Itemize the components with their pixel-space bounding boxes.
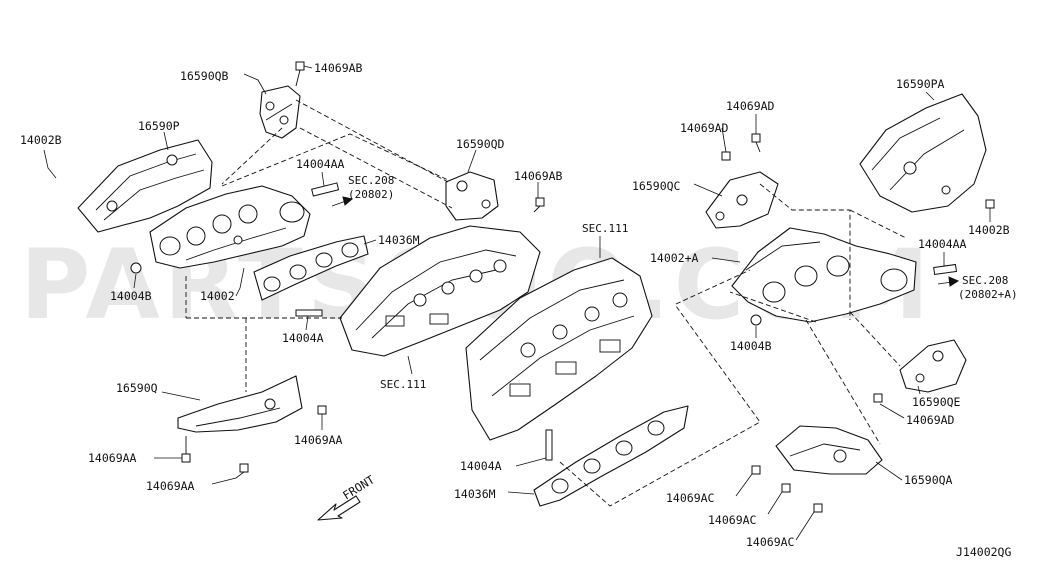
label-sec208-right[interactable]: SEC.208 (962, 274, 1008, 287)
sec208-left-arrow (331, 196, 354, 207)
bolt-14069ac-2[interactable] (781, 483, 791, 493)
leader-lines (43, 65, 991, 541)
label-14004aa-left[interactable]: 14004AA (296, 157, 345, 171)
stud-14004a-bottom[interactable] (545, 429, 553, 461)
stud-14004aa-left[interactable] (311, 182, 340, 197)
bracket-16590qc[interactable] (705, 171, 779, 229)
label-14002a[interactable]: 14002+A (650, 251, 699, 265)
label-14069ad-right[interactable]: 14069AD (906, 413, 955, 427)
heat-insulator-16590p[interactable] (77, 139, 213, 233)
nut-14004b-left[interactable] (130, 262, 142, 274)
stud-14004a-left[interactable] (295, 309, 323, 317)
label-14069aa-left[interactable]: 14069AA (88, 451, 137, 465)
label-14002b-left[interactable]: 14002B (20, 133, 62, 147)
bolt-14069ad-right[interactable] (873, 393, 883, 403)
stud-14004aa-right[interactable] (933, 263, 958, 276)
heat-insulator-16590q[interactable] (177, 375, 303, 433)
bolt-14069ab-top[interactable] (295, 61, 305, 87)
label-14036m-bottom[interactable]: 14036M (454, 487, 496, 501)
heat-insulator-16590qa[interactable] (775, 425, 883, 475)
label-14004b-right[interactable]: 14004B (730, 339, 772, 353)
diagram-code: J14002QG (956, 545, 1011, 559)
bolt-14069ad-top[interactable] (751, 133, 761, 153)
sec208-right-arrow (937, 276, 960, 287)
label-14004b-left[interactable]: 14004B (110, 289, 152, 303)
bolt-14069ab-mid[interactable] (533, 197, 545, 213)
label-sec111-mid[interactable]: SEC.111 (582, 222, 628, 235)
gasket-14036m-top[interactable] (253, 235, 369, 301)
label-14069ac-2[interactable]: 14069AC (708, 513, 757, 527)
bolt-14069ac-3[interactable] (813, 503, 823, 513)
bolt-14069ad-left[interactable] (721, 151, 731, 161)
label-16590qa[interactable]: 16590QA (904, 473, 953, 487)
label-14069ac-1[interactable]: 14069AC (666, 491, 715, 505)
dashed-guide-lines (185, 99, 907, 507)
bolt-14002b-right[interactable] (985, 199, 995, 209)
label-14069ab-top[interactable]: 14069AB (314, 61, 363, 75)
label-16590qe[interactable]: 16590QE (912, 395, 961, 409)
label-16590qd[interactable]: 16590QD (456, 137, 505, 151)
label-sec111-left[interactable]: SEC.111 (380, 378, 426, 391)
bracket-16590qd[interactable] (445, 171, 499, 221)
label-16590qc[interactable]: 16590QC (632, 179, 681, 193)
label-14004a-bottom[interactable]: 14004A (460, 459, 502, 473)
exhaust-manifold-14002[interactable] (149, 185, 311, 269)
label-14004aa-right[interactable]: 14004AA (918, 237, 967, 251)
label-14069aa-bottom[interactable]: 14069AA (146, 479, 195, 493)
bracket-16590qb[interactable] (259, 85, 301, 139)
label-14002b-right[interactable]: 14002B (968, 223, 1010, 237)
label-14002[interactable]: 14002 (200, 289, 235, 303)
label-16590q[interactable]: 16590Q (116, 381, 158, 395)
label-16590p[interactable]: 16590P (138, 119, 180, 133)
heat-insulator-16590pa[interactable] (859, 93, 987, 213)
gasket-14036m-bottom[interactable] (533, 405, 689, 507)
front-label: FRONT (340, 472, 377, 502)
label-14069aa-right[interactable]: 14069AA (294, 433, 343, 447)
label-14069ab-mid[interactable]: 14069AB (514, 169, 563, 183)
label-16590qb[interactable]: 16590QB (180, 69, 229, 83)
label-14069ad-top[interactable]: 14069AD (726, 99, 775, 113)
bolt-14069aa-right[interactable] (317, 405, 327, 415)
cylinder-head-left (339, 225, 541, 357)
label-14069ac-3[interactable]: 14069AC (746, 535, 795, 549)
nut-14004b-right[interactable] (750, 314, 762, 326)
label-14069ad-left[interactable]: 14069AD (680, 121, 729, 135)
bolt-14069ac-1[interactable] (751, 465, 761, 475)
front-direction-arrow (317, 495, 361, 521)
label-sec208-right-ref[interactable]: (20802+A) (958, 288, 1018, 301)
label-14004a-left[interactable]: 14004A (282, 331, 324, 345)
label-14036m-top[interactable]: 14036M (378, 233, 420, 247)
label-16590pa[interactable]: 16590PA (896, 77, 945, 91)
exhaust-manifold-14002a[interactable] (731, 227, 917, 323)
label-sec208-left-ref[interactable]: (20802) (348, 188, 394, 201)
bolt-14069aa-left[interactable] (181, 436, 191, 463)
label-sec208-left[interactable]: SEC.208 (348, 174, 394, 187)
cylinder-head-center (465, 257, 653, 441)
bolt-14069aa-bottom[interactable] (239, 463, 249, 473)
bracket-16590qe[interactable] (899, 339, 967, 393)
